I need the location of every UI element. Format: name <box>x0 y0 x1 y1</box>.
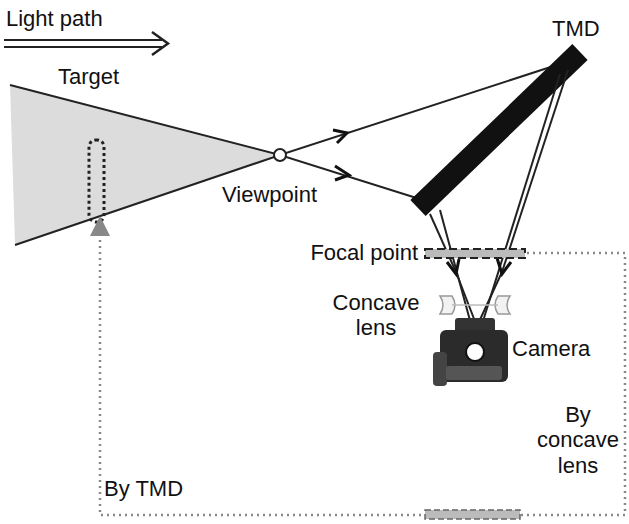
by-tmd-label: By TMD <box>104 476 214 501</box>
light-path-label: Light path <box>6 6 166 31</box>
tmd-plate <box>418 52 580 208</box>
focal-point-label: Focal point <box>290 240 418 265</box>
target-label: Target <box>58 64 158 89</box>
reflected-rays <box>430 70 568 350</box>
light-path-arrow <box>4 32 168 55</box>
camera-label: Camera <box>512 336 612 361</box>
focal-plane <box>425 249 525 258</box>
camera-symbol <box>433 318 508 386</box>
ray-arrowhead <box>497 258 511 274</box>
concave-lens-symbol <box>440 296 510 314</box>
tmd-label: TMD <box>552 16 622 41</box>
by-concave-lens-label: By concave lens <box>537 402 619 478</box>
image-path <box>100 226 625 515</box>
concave-lens-label: Concave lens <box>330 290 422 341</box>
concave-lens-symbol <box>452 304 498 306</box>
ray-arrowhead <box>335 166 349 180</box>
image-plane <box>425 510 520 519</box>
viewpoint-symbol <box>274 149 286 161</box>
ray-bottom <box>15 155 426 245</box>
ray-arrowhead <box>447 259 459 274</box>
view-cone <box>10 85 280 245</box>
viewpoint-label: Viewpoint <box>222 182 342 207</box>
target-plane <box>89 140 104 222</box>
ray-arrowhead <box>333 130 347 143</box>
